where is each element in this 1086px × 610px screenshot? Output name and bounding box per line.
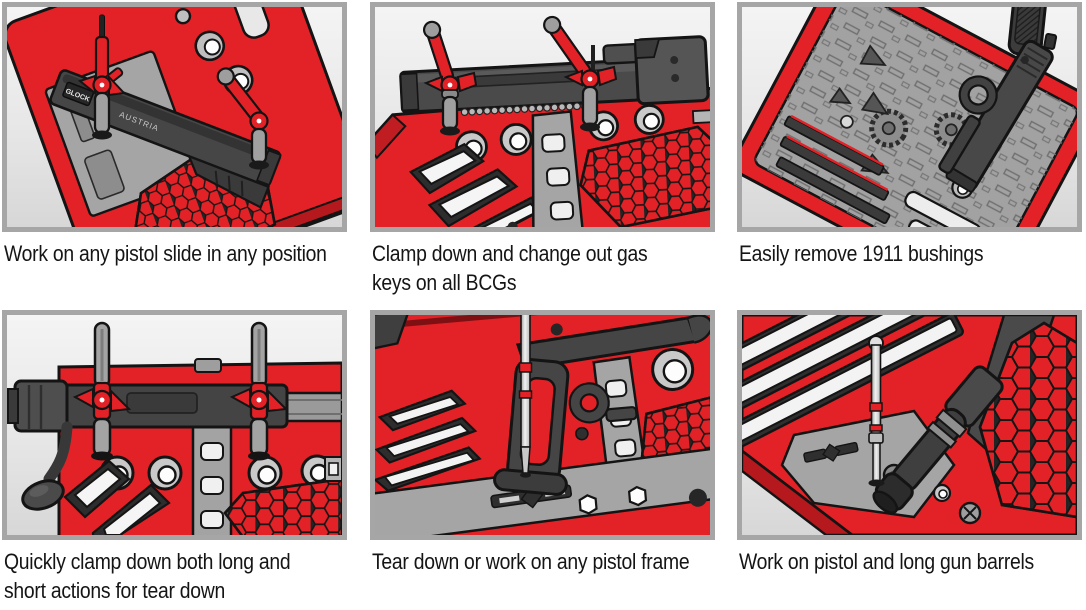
caption-line: keys on all BCGs <box>372 269 517 295</box>
clamp-right <box>216 67 269 170</box>
pistol-barrel <box>872 365 1004 514</box>
panel-frame-6 <box>737 310 1082 540</box>
panel-caption-5: Tear down or work on any pistol frame <box>372 548 690 577</box>
diagonal-slots <box>408 142 546 227</box>
punch-tool <box>518 315 533 478</box>
panel-caption-6: Work on pistol and long gun barrels <box>739 548 1034 577</box>
clamp-left <box>72 321 132 461</box>
panel-frame-5 <box>370 310 715 540</box>
feature-cell-1: GLOCK AUSTRIA <box>0 0 362 308</box>
caption-line: Clamp down and change out gas <box>372 241 648 266</box>
clamp-right <box>229 321 289 461</box>
clamp-left <box>422 20 478 136</box>
feature-cell-4: Quickly clamp down both long and short a… <box>0 308 362 610</box>
panel-illustration-6 <box>742 315 1077 535</box>
punch-tool <box>868 335 885 487</box>
panel-illustration-2 <box>375 15 710 227</box>
caption-line: Work on pistol and long gun barrels <box>739 549 1034 574</box>
caption-line: Quickly clamp down both long and <box>4 549 291 574</box>
feature-cell-2: Clamp down and change out gas keys on al… <box>362 0 724 308</box>
clamp-right <box>543 15 618 132</box>
bench-block-tray <box>742 7 1077 227</box>
brand-stamp <box>803 441 859 463</box>
panel-caption-3: Easily remove 1911 bushings <box>739 240 984 269</box>
1911-pistol <box>938 7 1058 193</box>
panel-frame-2 <box>370 2 715 232</box>
panel-illustration-1: GLOCK AUSTRIA <box>7 7 342 227</box>
feature-cell-5: Tear down or work on any pistol frame <box>362 308 724 610</box>
serrated-bars <box>775 114 891 225</box>
caption-line: Tear down or work on any pistol frame <box>372 549 690 574</box>
panel-frame-1: GLOCK AUSTRIA <box>2 2 347 232</box>
honeycomb-patch <box>978 321 1077 519</box>
diagonal-slots <box>375 389 482 492</box>
honeycomb-patch <box>223 477 342 535</box>
center-channel <box>191 425 233 535</box>
caption-line: short actions for tear down <box>4 577 226 603</box>
panel-illustration-5 <box>375 315 710 535</box>
panel-caption-2: Clamp down and change out gas keys on al… <box>372 240 648 297</box>
screw-slots <box>963 506 977 520</box>
bench-block-mat <box>7 7 342 227</box>
panel-frame-4 <box>2 310 347 540</box>
panel-frame-3 <box>737 2 1082 232</box>
caption-line: Easily remove 1911 bushings <box>739 241 984 266</box>
caption-line: Work on any pistol slide in any position <box>4 241 327 266</box>
feature-cell-3: Easily remove 1911 bushings <box>724 0 1086 308</box>
white-slots <box>904 190 982 227</box>
panel-caption-4: Quickly clamp down both long and short a… <box>4 548 291 605</box>
panel-caption-1: Work on any pistol slide in any position <box>4 240 327 269</box>
center-channel <box>531 110 585 227</box>
feature-cell-6: Work on pistol and long gun barrels <box>724 308 1086 610</box>
panel-illustration-4 <box>7 321 342 535</box>
honeycomb-patch <box>579 125 710 227</box>
panel-illustration-3 <box>742 7 1077 227</box>
diagonal-slots <box>742 315 964 452</box>
bolt-carrier-group <box>399 35 710 116</box>
clamp-left <box>77 14 127 140</box>
diagonal-slots <box>63 459 171 535</box>
